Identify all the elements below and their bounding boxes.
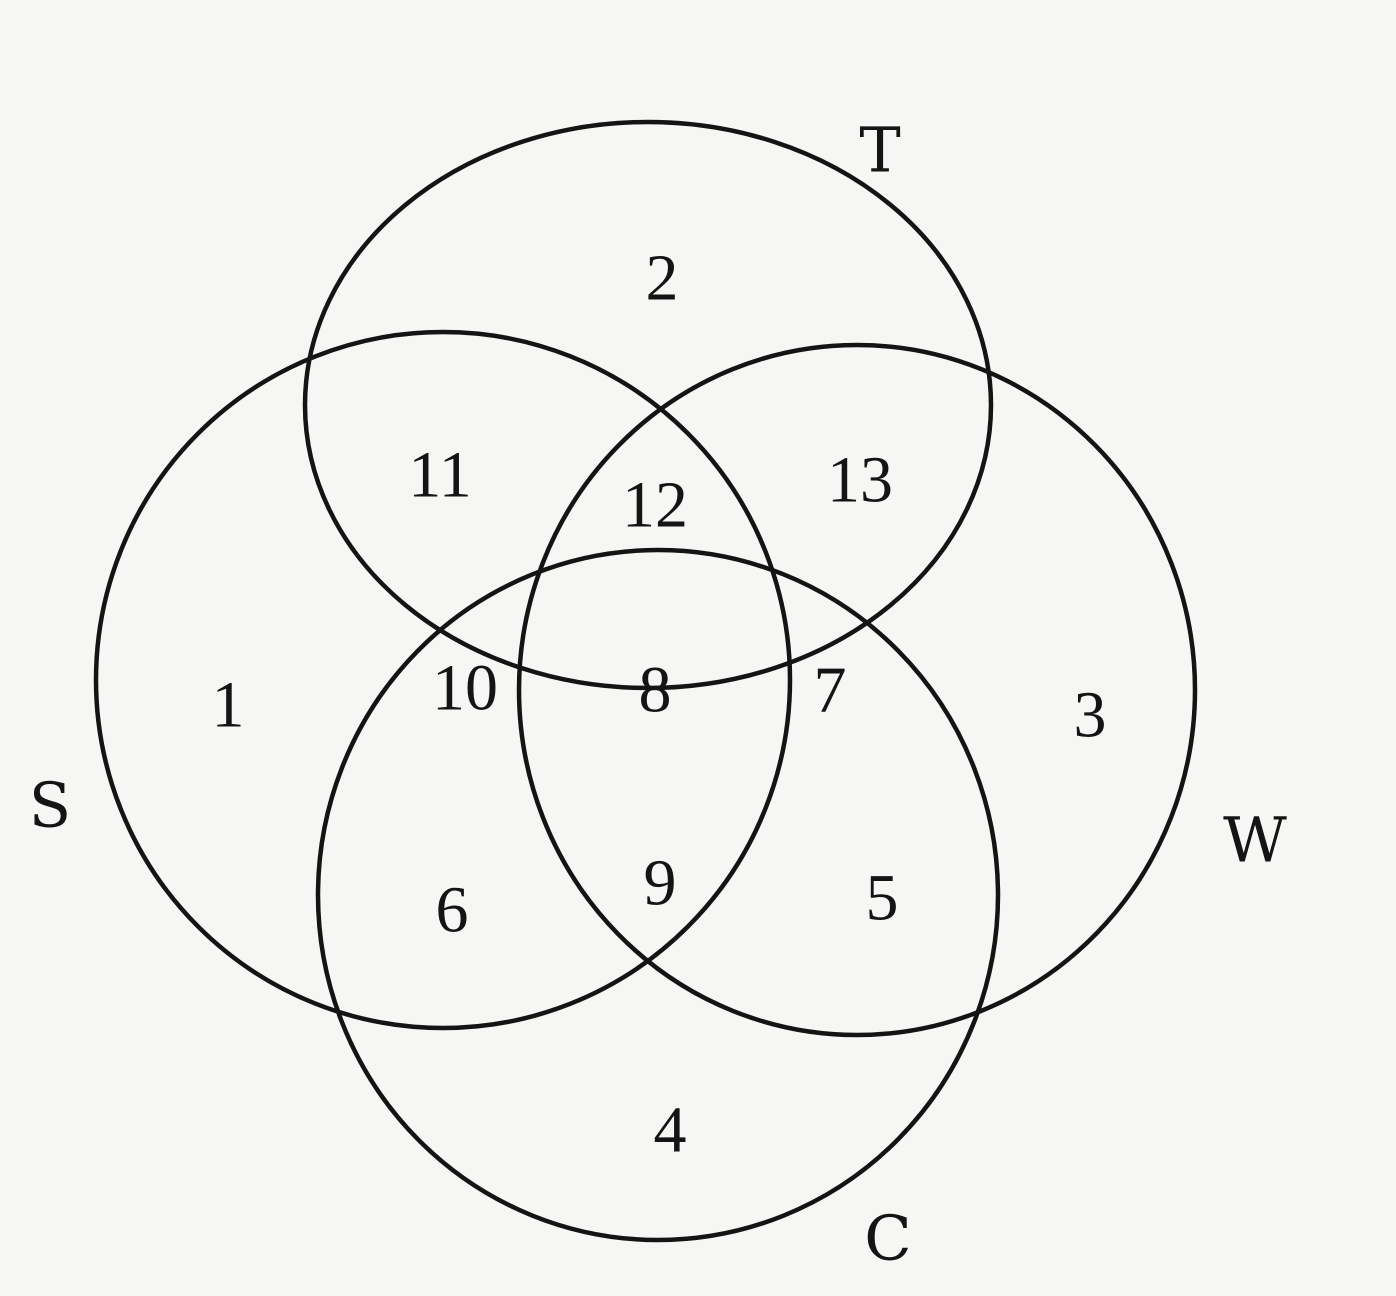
set-label-s: S (29, 769, 71, 842)
region-s-c: 6 (436, 874, 469, 947)
region-s-t: 11 (408, 439, 472, 512)
set-label-c: C (864, 1202, 911, 1275)
region-t-w-c: 7 (814, 654, 847, 727)
region-w-c: 5 (866, 862, 899, 935)
set-label-t: T (859, 114, 900, 187)
region-c-only: 4 (654, 1094, 687, 1167)
region-s-t-w: 12 (622, 469, 688, 542)
set-s-circle (93, 329, 793, 1031)
set-t-circle (302, 119, 994, 691)
region-t-only: 2 (646, 242, 679, 315)
set-label-w: W (1223, 804, 1287, 877)
set-w-circle (516, 342, 1198, 1038)
region-w-only: 3 (1074, 679, 1107, 752)
region-all: 8 (639, 654, 672, 727)
region-s-t-c: 10 (432, 652, 498, 725)
region-t-w: 13 (827, 444, 893, 517)
region-s-only: 1 (212, 669, 245, 742)
region-s-w-c: 9 (644, 847, 677, 920)
set-c-circle (315, 547, 1001, 1243)
